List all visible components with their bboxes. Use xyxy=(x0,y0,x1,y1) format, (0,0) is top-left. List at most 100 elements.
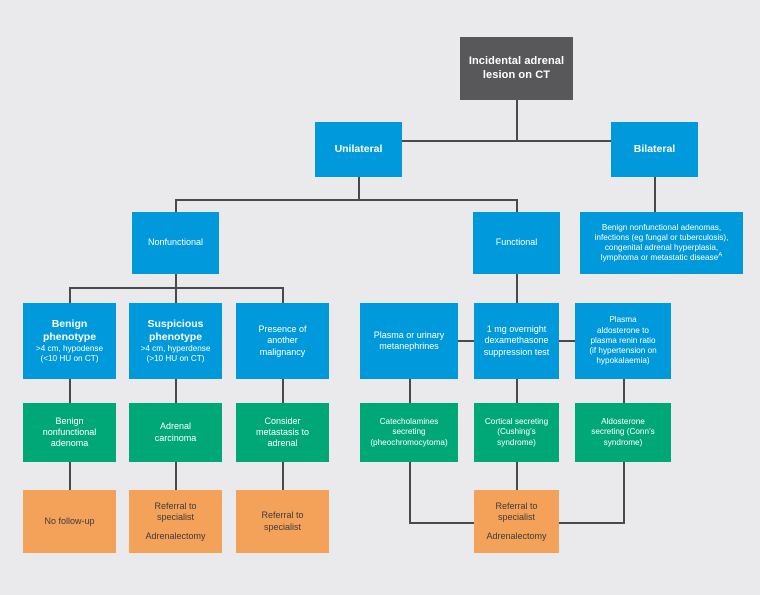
node-line: Plasma xyxy=(609,315,637,325)
connector-aldosterone-down xyxy=(623,462,625,524)
node-line-with-footnote: lymphoma or metastatic diseaseA xyxy=(601,253,722,263)
node-line: Adrenalectomy xyxy=(486,530,547,541)
node-line: Presence of xyxy=(258,324,307,335)
node-line: 1 mg overnight xyxy=(486,324,547,335)
node-label: Functional xyxy=(495,237,538,248)
node-line: metanephrines xyxy=(379,341,439,351)
node-line: Catecholamines xyxy=(379,417,439,427)
connector-adenoma-to-nofollowup xyxy=(69,462,71,490)
node-line: Referral to xyxy=(154,501,197,512)
connector-cortical-down xyxy=(516,462,518,490)
connector-dexa-to-metanephrines xyxy=(458,340,474,342)
node-line: Benign nonfunctional adenomas, xyxy=(601,222,722,232)
node-line: Aldosterone xyxy=(601,417,645,427)
node-label: Unilateral xyxy=(334,142,383,155)
node-nonfunctional[interactable]: Nonfunctional xyxy=(132,212,219,274)
node-line: syndrome) xyxy=(603,437,643,447)
node-cortical-secreting[interactable]: Cortical secreting (Cushing’s syndrome) xyxy=(474,403,559,462)
node-heading: Suspicious xyxy=(147,317,204,330)
node-functional[interactable]: Functional xyxy=(473,212,560,274)
node-line: malignancy xyxy=(259,346,306,357)
connector-nonfunctional-bus xyxy=(70,287,284,289)
node-bilateral[interactable]: Bilateral xyxy=(611,122,698,177)
node-line: Referral to xyxy=(261,510,304,521)
node-plasma-urinary-metanephrines[interactable]: Plasma or urinary metanephrines xyxy=(360,303,458,379)
node-dexamethasone-suppression-test[interactable]: 1 mg overnight dexamethasone suppression… xyxy=(474,303,559,379)
node-line: adenoma xyxy=(50,438,89,449)
node-line: specialist xyxy=(497,512,535,523)
node-line: (<10 HU on CT) xyxy=(40,354,99,364)
node-label: Bilateral xyxy=(633,142,676,155)
connector-metanephrines-to-catecholamines xyxy=(409,379,411,403)
connector-catecholamines-into-box xyxy=(409,522,475,524)
node-line: Plasma or urinary xyxy=(373,329,445,340)
connector-aldo-test-to-aldo-secreting xyxy=(623,379,625,403)
node-another-malignancy[interactable]: Presence of another malignancy xyxy=(236,303,329,379)
connector-dexa-to-cortical xyxy=(516,379,518,403)
node-line: congenital adrenal hyperplasia, xyxy=(604,243,719,252)
node-line: (Cushing’s xyxy=(497,427,536,437)
node-line: Adrenalectomy xyxy=(145,530,206,541)
node-line: >4 cm, hyperdense xyxy=(140,343,211,353)
connector-nonfunctional-down xyxy=(175,274,177,288)
node-line: another xyxy=(267,335,298,346)
connector-bus-benign xyxy=(69,287,71,303)
node-heading: phenotype xyxy=(148,330,203,343)
node-line: >4 cm, hypodense xyxy=(35,343,104,353)
node-unilateral[interactable]: Unilateral xyxy=(315,122,402,177)
node-line: adrenal xyxy=(267,438,298,449)
node-referral-specialist[interactable]: Referral to specialist xyxy=(236,490,329,553)
node-line: No follow-up xyxy=(44,515,95,526)
connector-catecholamines-down xyxy=(409,462,411,524)
node-heading: phenotype xyxy=(42,330,97,343)
connector-root-bus xyxy=(359,140,656,142)
node-referral-specialist-adrenalectomy-left[interactable]: Referral to specialist Adrenalectomy xyxy=(129,490,222,553)
node-line: (if hypertension on xyxy=(589,346,657,356)
node-line: Benign xyxy=(55,415,84,426)
node-line: plasma renin ratio xyxy=(590,335,656,345)
node-line: (>10 HU on CT) xyxy=(146,354,205,364)
node-line: infections (eg fungal or tuberculosis), xyxy=(594,232,729,242)
node-catecholamines-secreting[interactable]: Catecholamines secreting (pheochromocyto… xyxy=(360,403,458,462)
node-consider-metastasis[interactable]: Consider metastasis to adrenal xyxy=(236,403,329,462)
node-line: nonfunctional xyxy=(42,426,97,437)
node-line: carcinoma xyxy=(154,432,197,443)
node-line: hypokalaemia) xyxy=(596,356,650,366)
connector-functional-down xyxy=(516,274,518,303)
node-no-follow-up[interactable]: No follow-up xyxy=(23,490,116,553)
node-benign-phenotype[interactable]: Benign phenotype >4 cm, hypodense (<10 H… xyxy=(23,303,116,379)
node-line: Consider xyxy=(264,415,301,426)
node-line: syndrome) xyxy=(497,437,536,447)
node-benign-nonfunctional-adenoma[interactable]: Benign nonfunctional adenoma xyxy=(23,403,116,462)
node-heading: Benign xyxy=(51,317,88,330)
connector-bus-suspicious xyxy=(175,287,177,303)
node-adrenal-carcinoma[interactable]: Adrenal carcinoma xyxy=(129,403,222,462)
node-suspicious-phenotype[interactable]: Suspicious phenotype >4 cm, hyperdense (… xyxy=(129,303,222,379)
connector-suspicious-to-carcinoma xyxy=(175,379,177,403)
node-line: secreting (Conn’s xyxy=(591,427,655,437)
node-line: specialist xyxy=(263,521,301,532)
node-referral-specialist-adrenalectomy-right[interactable]: Referral to specialist Adrenalectomy xyxy=(474,490,559,553)
connector-bus-nonfunctional xyxy=(175,199,177,212)
node-line: specialist xyxy=(156,512,194,523)
node-line-text: lymphoma or metastatic disease xyxy=(600,253,719,263)
node-aldosterone-renin-ratio[interactable]: Plasma aldosterone to plasma renin ratio… xyxy=(575,303,671,379)
node-line: dexamethasone xyxy=(484,335,549,346)
connector-benign-to-adenoma xyxy=(69,379,71,403)
node-line: Adrenal xyxy=(159,421,192,432)
connector-bilateral-down xyxy=(654,177,656,212)
node-bilateral-causes[interactable]: Benign nonfunctional adenomas, infection… xyxy=(580,212,743,274)
footnote-marker: A xyxy=(718,252,723,259)
node-line: lesion on CT xyxy=(482,68,551,81)
node-line: aldosterone to xyxy=(597,325,649,335)
connector-dexa-to-aldosterone xyxy=(559,340,575,342)
node-aldosterone-secreting[interactable]: Aldosterone secreting (Conn’s syndrome) xyxy=(575,403,671,462)
connector-bus-malignancy xyxy=(282,287,284,303)
node-line: metastasis to xyxy=(255,426,310,437)
connector-unilateral-down xyxy=(358,177,360,200)
node-line: secreting xyxy=(392,427,426,437)
node-line: Incidental adrenal xyxy=(468,54,565,67)
node-incidental-adrenal-lesion[interactable]: Incidental adrenal lesion on CT xyxy=(460,37,573,100)
node-line: Referral to xyxy=(495,501,538,512)
